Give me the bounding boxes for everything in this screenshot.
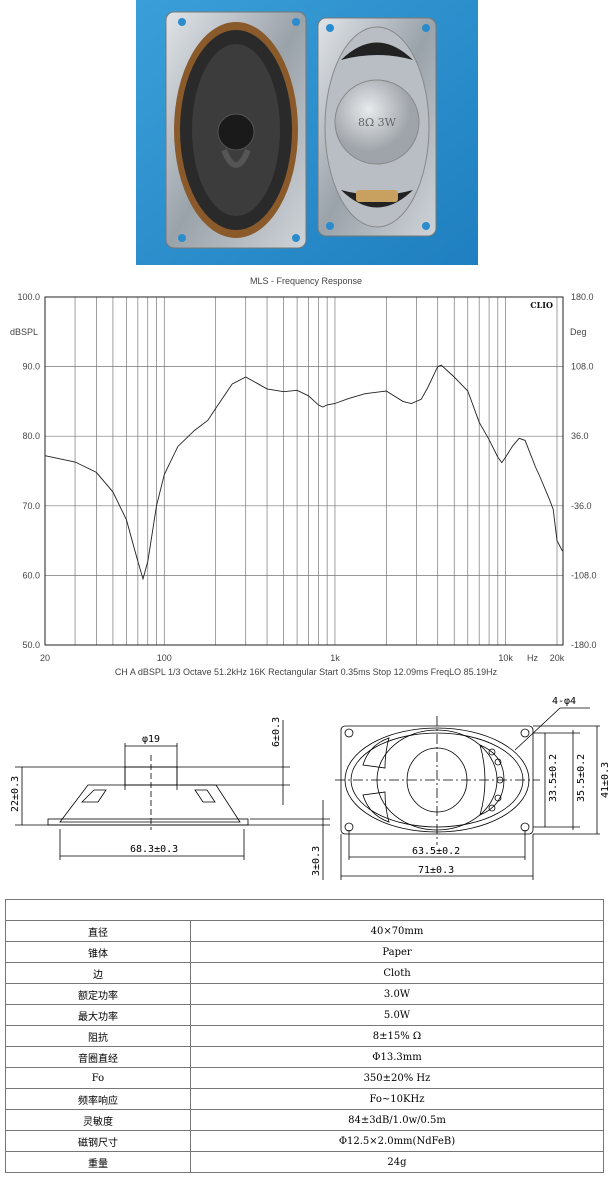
y-tick-label: 80.0 [22,431,40,441]
dim-outer-width: 71±0.3 [418,865,454,876]
speaker-front [165,11,307,249]
spec-key: 灵敏度 [5,1109,191,1131]
x-unit-label: Hz [527,653,538,663]
spec-key: 阻抗 [5,1025,191,1047]
x-tick-label: 10k [498,653,513,663]
y-tick-label: 70.0 [22,501,40,511]
spec-header-row [5,899,604,921]
spec-value: Φ13.3mm [190,1046,604,1068]
plot-frame [44,296,564,646]
spec-value: 40×70mm [190,920,604,942]
x-tick-label: 100 [157,653,172,663]
spec-value: Paper [190,941,604,963]
y2-tick-label: -36.0 [571,501,592,511]
dim-total-height: 22±0.3 [10,776,21,812]
y2-tick-label: 36.0 [571,431,589,441]
spec-value: 8±15% Ω [190,1025,604,1047]
x-tick-label: 20k [550,653,565,663]
spec-value: Cloth [190,962,604,984]
top-view: 4-φ4 33.5±0.2 35.5±0.2 41±0.3 63.5±0.2 7… [335,696,610,880]
y-tick-label: 90.0 [22,362,40,372]
spec-key: 频率响应 [5,1088,191,1110]
spec-key: 锥体 [5,941,191,963]
spec-value: Φ12.5×2.0mm(NdFeB) [190,1130,604,1152]
y-tick-label: 60.0 [22,570,40,580]
chart-title: MLS - Frequency Response [250,276,362,286]
x-tick-label: 1k [330,653,340,663]
spec-key: 直径 [5,920,191,942]
chart-brand: CLIO [530,300,553,310]
spec-value: 84±3dB/1.0w/0.5m [190,1109,604,1131]
dimension-drawing: φ19 22±0.3 6±0.3 3±0.3 68.3±0.3 4-φ4 [10,696,610,880]
spec-value: Fo~10KHz [190,1088,604,1110]
dim-hole-pitch: 63.5±0.2 [412,846,460,857]
spec-value: 24g [190,1151,604,1173]
spec-key: 重量 [5,1151,191,1173]
product-photo: 8Ω 3W [136,0,478,265]
spec-key: 音圈直经 [5,1046,191,1068]
dim-flange-height: 3±0.3 [311,846,322,876]
spec-value: 3.0W [190,983,604,1005]
y-axis-label: dBSPL [10,327,38,337]
spec-key: 磁钢尺寸 [5,1130,191,1152]
spec-key: 边 [5,962,191,984]
y2-tick-label: -180.0 [571,640,597,650]
frequency-response-chart: MLS - Frequency Response CLIO dBSPL Deg … [10,276,597,677]
side-view: φ19 22±0.3 6±0.3 3±0.3 68.3±0.3 [10,717,330,880]
dim-magnet-diameter: φ19 [142,734,160,745]
x-tick-label: 20 [40,653,50,663]
spl-series-line [44,364,563,581]
spec-value: 5.0W [190,1004,604,1026]
rating-stamp: 8Ω 3W [358,116,397,129]
spec-value: 350±20% Hz [190,1067,604,1089]
dim-outer-height: 41±0.3 [600,762,610,798]
y2-tick-label: 180.0 [571,292,594,302]
y2-axis-label: Deg [570,327,587,337]
dim-inner-height: 33.5±0.2 [548,754,559,802]
dim-side-width: 68.3±0.3 [130,844,178,855]
y-tick-label: 50.0 [22,640,40,650]
dim-mid-height: 35.5±0.2 [576,754,587,802]
spec-key: 额定功率 [5,983,191,1005]
measurement-info: CH A dBSPL 1/3 Octave 51.2kHz 16K Rectan… [115,667,498,677]
y-tick-label: 100.0 [17,292,40,302]
spec-key: Fo [5,1067,191,1089]
y2-tick-label: 108.0 [571,362,594,372]
dim-mounting-holes: 4-φ4 [552,696,576,707]
spec-key: 最大功率 [5,1004,191,1026]
speaker-back: 8Ω 3W [317,17,437,237]
dim-magnet-height: 6±0.3 [271,717,282,747]
y2-tick-label: -108.0 [571,570,597,580]
